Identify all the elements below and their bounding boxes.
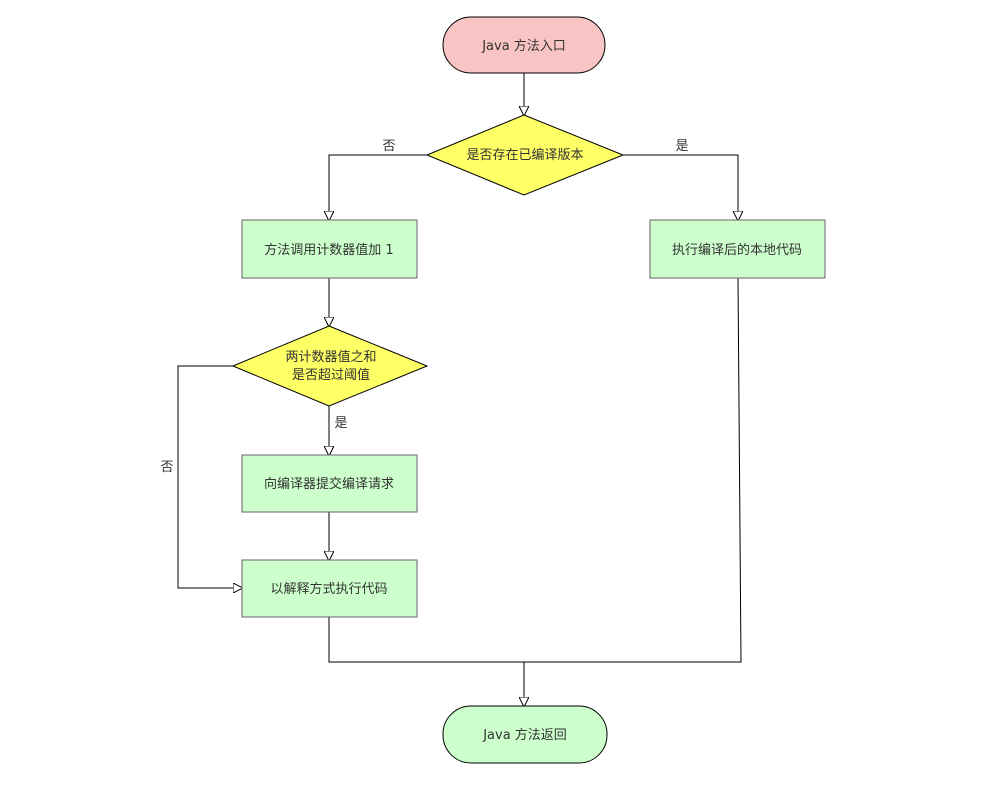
threshold-decision-label-line2: 是否超过阈值: [292, 367, 370, 383]
edge-decision-yes-to-native: [623, 154, 738, 220]
exec-native-node: 执行编译后的本地代码: [649, 219, 826, 279]
edge-decision-no-to-counter: [329, 154, 427, 220]
interpret-node: 以解释方式执行代码: [241, 559, 418, 618]
interpret-label: 以解释方式执行代码: [270, 581, 387, 597]
start-node: Java 方法入口: [442, 16, 606, 74]
edge-label-yes-threshold: 是: [334, 416, 347, 431]
submit-request-shape: [241, 454, 418, 513]
exec-native-label: 执行编译后的本地代码: [672, 242, 802, 258]
threshold-decision-label-line1: 两计数器值之和: [285, 349, 376, 365]
counter-increment-shape: [241, 219, 418, 279]
edges: [177, 73, 742, 706]
has-compiled-decision-shape: [425, 114, 625, 196]
start-node-label: Java 方法入口: [481, 38, 566, 54]
end-node-shape: [442, 705, 608, 764]
end-node: Java 方法返回: [442, 705, 608, 764]
edge-label-no-compiled: 否: [382, 139, 395, 154]
end-node-label: Java 方法返回: [482, 727, 567, 743]
threshold-decision: 两计数器值之和 是否超过阈值: [231, 325, 429, 407]
edge-label-no-threshold: 否: [160, 460, 173, 475]
threshold-decision-shape: [231, 325, 429, 407]
counter-increment-node: 方法调用计数器值加 1: [241, 219, 418, 279]
edge-interpret-to-merge: [328, 617, 524, 663]
submit-request-label: 向编译器提交编译请求: [264, 476, 394, 492]
edge-threshold-no-to-interpret: [177, 365, 242, 588]
has-compiled-decision: 是否存在已编译版本: [425, 114, 625, 196]
edge-label-yes-compiled: 是: [675, 139, 688, 154]
edge-native-to-merge: [524, 277, 742, 663]
submit-request-node: 向编译器提交编译请求: [241, 454, 418, 513]
counter-increment-label: 方法调用计数器值加 1: [264, 242, 393, 258]
start-node-shape: [442, 16, 606, 74]
has-compiled-decision-label: 是否存在已编译版本: [466, 148, 583, 163]
exec-native-shape: [649, 219, 826, 279]
interpret-shape: [241, 559, 418, 618]
